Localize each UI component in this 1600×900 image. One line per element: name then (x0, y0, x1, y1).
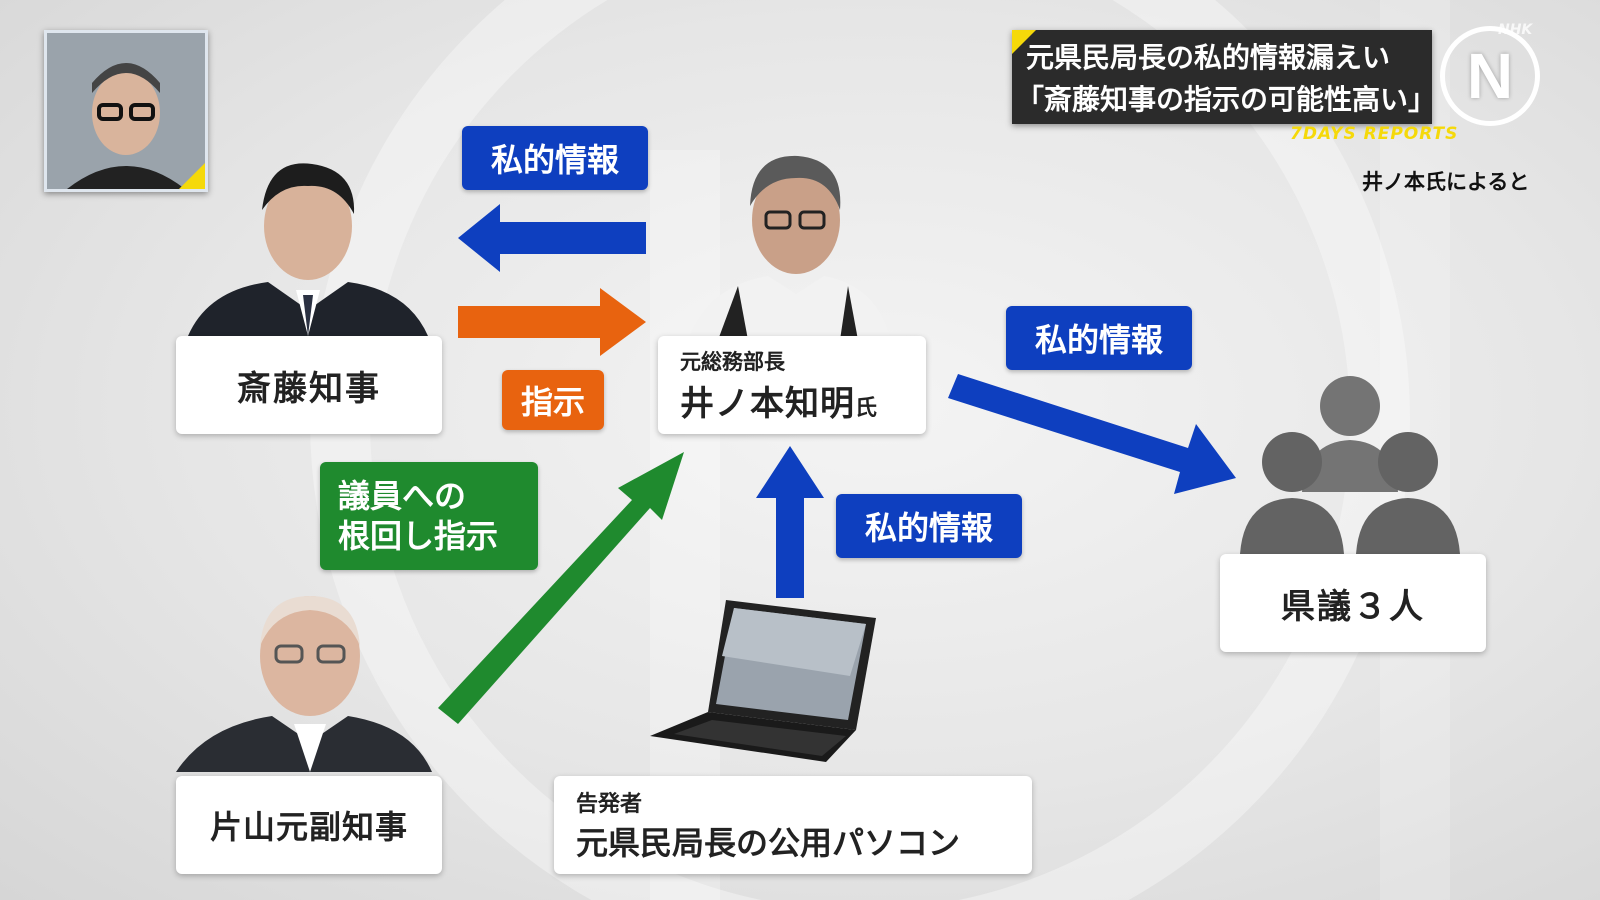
governor-photo (188, 140, 428, 336)
tag-info-right: 私的情報 (1006, 306, 1192, 370)
arrow-green-from-vice (438, 452, 684, 724)
program-logo: N (1440, 26, 1540, 126)
tag-info-bottom: 私的情報 (836, 494, 1022, 558)
arrow-blue-up-from-pc (756, 446, 824, 598)
people-group-icon (1240, 372, 1460, 554)
arrow-orange-instruction (458, 288, 646, 356)
logo-letter: N (1466, 40, 1514, 112)
official-name-line: 井ノ本知明氏 (680, 376, 877, 425)
vice-photo (176, 576, 432, 772)
laptop-icon (650, 596, 880, 766)
commentator-avatar (47, 33, 205, 189)
source-note: 井ノ本氏によると (1362, 170, 1530, 194)
headline-line1: 元県民局長の私的情報漏えい (1026, 41, 1391, 74)
program-subtitle: 7DAYS REPORTS (1290, 124, 1459, 144)
governor-label: 斎藤知事 (237, 368, 381, 409)
person-photo (188, 163, 428, 336)
tag-lobbying-instruction: 議員への 根回し指示 (320, 462, 538, 570)
corner-mark: NHK (1498, 22, 1533, 38)
pc-box: 告発者 元県民局長の公用パソコン (554, 776, 1032, 874)
official-name: 井ノ本知明 (680, 383, 855, 424)
vice-box: 片山元副知事 (176, 776, 442, 874)
person-photo (688, 155, 890, 340)
arrow-blue-to-assembly (948, 374, 1236, 494)
tag-info-top: 私的情報 (462, 126, 648, 190)
commentator-thumbnail (44, 30, 208, 192)
green-tag-line1: 議員への (338, 477, 467, 515)
governor-box: 斎藤知事 (176, 336, 442, 434)
official-box: 元総務部長 井ノ本知明氏 (658, 336, 926, 434)
tag-instruction: 指示 (502, 370, 604, 430)
official-role: 元総務部長 (680, 349, 785, 374)
person-photo (176, 596, 432, 772)
headline-line2: 「斎藤知事の指示の可能性高い」 (1016, 83, 1437, 116)
official-photo (678, 136, 898, 340)
pc-role: 告発者 (576, 792, 643, 817)
official-suffix: 氏 (855, 395, 878, 421)
assembly-label: 県議３人 (1281, 586, 1425, 627)
pc-label: 元県民局長の公用パソコン (576, 824, 961, 862)
vice-label: 片山元副知事 (209, 808, 408, 846)
headline-banner: 元県民局長の私的情報漏えい 「斎藤知事の指示の可能性高い」 (1012, 30, 1436, 124)
arrow-blue-to-governor (458, 204, 646, 272)
green-tag-line2: 根回し指示 (338, 517, 499, 555)
assembly-box: 県議３人 (1220, 554, 1486, 652)
